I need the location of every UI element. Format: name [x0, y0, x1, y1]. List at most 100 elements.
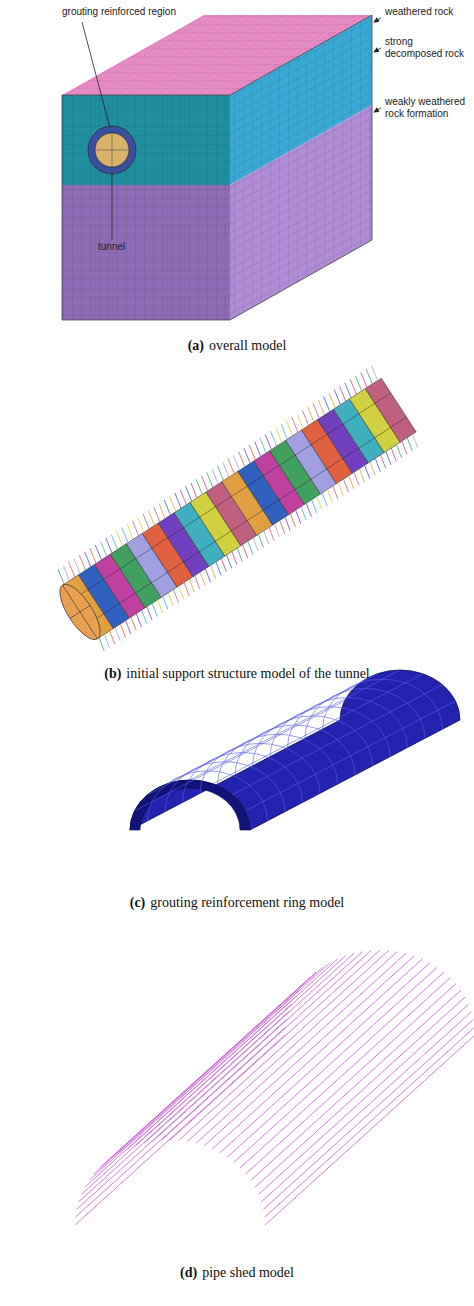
rock-bolt [102, 634, 112, 647]
rock-bolt [321, 397, 332, 412]
rock-bolt [66, 562, 77, 577]
rock-bolt [332, 390, 343, 405]
caption-line: (a) overall model [0, 338, 474, 354]
rock-bolt [162, 500, 173, 515]
rock-bolt [210, 469, 221, 484]
rock-bolt [130, 521, 141, 536]
rock-bolt [171, 589, 181, 602]
rock-bolt [252, 441, 263, 456]
rock-bolt [257, 438, 268, 453]
rock-bolt [178, 490, 189, 505]
pipe [265, 1027, 474, 1217]
rock-bolt [241, 448, 252, 463]
panel-letter: (d) [180, 1265, 197, 1280]
rock-bolt [320, 493, 330, 506]
pipe [204, 956, 414, 1146]
rock-bolt [194, 479, 205, 494]
pipe [75, 1035, 285, 1225]
mesh-line [305, 688, 425, 738]
rock-bolt [272, 524, 282, 537]
mesh-line [148, 771, 268, 821]
rock-bolt [123, 621, 133, 634]
rock-bolt [289, 417, 300, 432]
face-division [53, 579, 108, 646]
panel-caption: grouting reinforcement ring model [150, 895, 344, 910]
panel-letter: (a) [188, 338, 204, 353]
pipe-shed-model [75, 950, 474, 1225]
rock-bolt [410, 434, 420, 447]
rock-bolt [358, 372, 369, 387]
pipe [263, 1019, 473, 1209]
rock-bolt [256, 534, 266, 547]
rock-bolt [279, 424, 290, 439]
pipe [106, 972, 316, 1162]
rock-bolt [298, 507, 308, 520]
panel-caption: pipe shed model [202, 1265, 294, 1280]
rock-bolt [187, 579, 197, 592]
rock-bolt [61, 566, 72, 581]
caption-line: (c) grouting reinforcement ring model [0, 895, 474, 911]
rock-bolt [357, 469, 367, 482]
rock-bolt [348, 379, 359, 394]
rock-bolt [314, 496, 324, 509]
rock-bolt [247, 445, 258, 460]
mesh-line [232, 685, 442, 795]
rock-bolt [119, 528, 130, 543]
panel-letter: (c) [130, 895, 146, 910]
rock-bolt [399, 441, 409, 454]
rock-bolt [199, 476, 210, 491]
mesh-line [200, 743, 320, 793]
rock-bolt [229, 552, 239, 565]
rock-bolt [309, 500, 319, 513]
rock-bolt [176, 586, 186, 599]
rock-bolt [337, 386, 348, 401]
initial-support-model [44, 365, 424, 657]
rock-bolt [87, 548, 98, 563]
rock-bolt [155, 600, 165, 613]
rock-bolt [336, 483, 346, 496]
rock-bolt [182, 583, 192, 596]
rock-bolt [267, 527, 277, 540]
mesh-line [213, 674, 423, 784]
pipe [187, 951, 397, 1141]
rock-bolt [273, 428, 284, 443]
rock-bolt [114, 531, 125, 546]
rock-bolt [167, 497, 178, 512]
rock-bolt [341, 479, 351, 492]
rock-bolt [166, 593, 176, 606]
rock-bolt [203, 569, 213, 582]
rock-bolt [261, 531, 271, 544]
mesh-line [148, 685, 358, 795]
rock-bolt [93, 545, 104, 560]
pipe [246, 984, 456, 1174]
rock-bolt [204, 472, 215, 487]
rock-bolt [192, 576, 202, 589]
rock-bolt [240, 545, 250, 558]
rock-bolt [128, 617, 138, 630]
rock-bolt [367, 462, 377, 475]
rock-bolt [141, 514, 152, 529]
rock-bolt [219, 558, 229, 571]
rock-bolt [156, 503, 167, 518]
pipe [77, 1019, 287, 1209]
rock-bolt [125, 524, 136, 539]
panel-caption: overall model [209, 338, 286, 353]
layer-label: weakly weathered rock formation [385, 96, 471, 119]
rock-bolt [213, 562, 223, 575]
rock-bolt [378, 455, 388, 468]
support-ring [365, 378, 416, 442]
pipe [120, 963, 330, 1153]
mesh-line [135, 701, 345, 811]
rock-bolt [224, 555, 234, 568]
rock-bolt [325, 489, 335, 502]
mesh-line [190, 670, 400, 780]
rock-bolt [300, 410, 311, 425]
mesh-line [253, 716, 373, 766]
rock-bolt [109, 535, 120, 550]
rock-bolt [118, 624, 128, 637]
rock-bolt [305, 407, 316, 422]
rock-bolt [146, 510, 157, 525]
rock-bolt [310, 403, 321, 418]
pipe [251, 990, 461, 1180]
rock-bolt [82, 552, 93, 567]
